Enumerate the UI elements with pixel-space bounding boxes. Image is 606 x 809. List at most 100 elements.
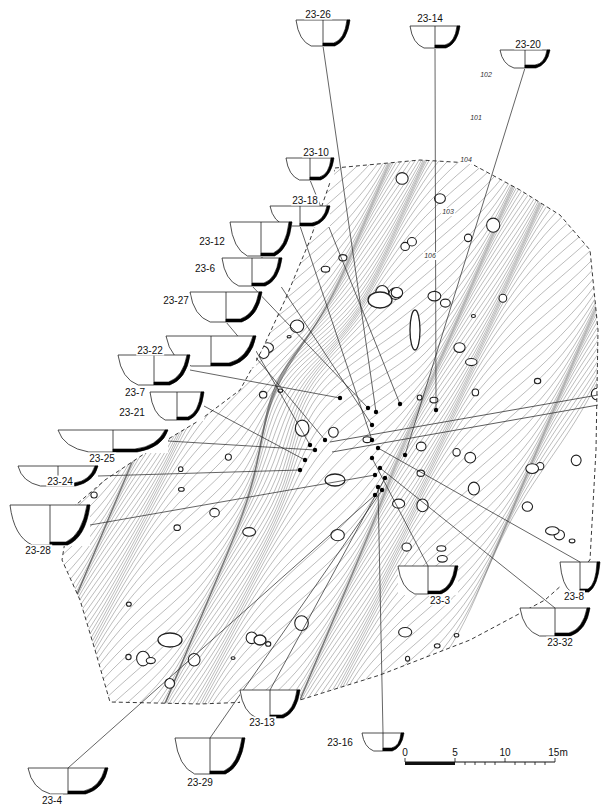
- contour-line: [119, 101, 593, 809]
- pit: [290, 320, 303, 332]
- pit: [259, 391, 266, 398]
- pottery-profile: [520, 608, 590, 637]
- contour-line: [215, 161, 606, 809]
- pit: [399, 628, 412, 637]
- figure-number: 23-8: [563, 591, 585, 602]
- pit: [569, 539, 575, 543]
- figure-number: 23-21: [118, 407, 146, 418]
- contour-line: [0, 0, 394, 689]
- leader-line: [190, 370, 340, 398]
- find-spot: [373, 473, 377, 477]
- pit: [210, 508, 220, 516]
- find-spot: [338, 396, 342, 400]
- contour-elevation: 102: [479, 71, 493, 79]
- pit: [126, 654, 131, 659]
- contour-line: [0, 0, 372, 682]
- contour-elevation: 101: [469, 114, 483, 122]
- leader-line: [378, 448, 580, 562]
- contour-line: [129, 113, 606, 809]
- contour-line: [0, 0, 380, 683]
- leader-line: [168, 441, 315, 450]
- contour-line: [0, 0, 408, 694]
- pit: [325, 474, 345, 486]
- contour-line: [0, 7, 452, 711]
- pit: [454, 634, 459, 638]
- contour-line: [232, 182, 606, 809]
- contour-line: [33, 56, 525, 768]
- contour-line: [12, 25, 479, 753]
- scale-text: 15m: [547, 747, 568, 758]
- contour-line: [0, 0, 374, 683]
- contour-line: [0, 0, 388, 686]
- contour-line: [0, 0, 383, 685]
- contour-line: [117, 99, 590, 809]
- contour-line: [136, 124, 606, 809]
- contour-line: [83, 82, 563, 801]
- figure-number: 23-12: [198, 236, 226, 247]
- pottery-profile: [118, 355, 190, 386]
- figure-number: 23-32: [546, 637, 574, 648]
- contour-line: [115, 96, 585, 809]
- contour-line: [41, 69, 545, 772]
- contour-line: [0, 0, 416, 696]
- find-spot: [370, 456, 374, 460]
- pottery-profile: [296, 20, 350, 47]
- scale-text: 10: [498, 747, 511, 758]
- contour-line: [45, 74, 552, 775]
- pit: [437, 546, 446, 552]
- contour-line: [0, 6, 451, 708]
- pit: [410, 310, 420, 350]
- pottery-profile: [362, 733, 404, 752]
- figure-number: 23-27: [162, 295, 190, 306]
- trench-band: [330, 395, 598, 452]
- contour-line: [239, 192, 606, 809]
- leader-line: [300, 226, 372, 440]
- pit: [434, 644, 440, 648]
- pit: [471, 314, 475, 317]
- contour-elevation: 104: [459, 156, 473, 164]
- pit: [178, 467, 183, 472]
- contour-line: [0, 0, 360, 670]
- contour-line: [116, 95, 583, 809]
- contour-line: [0, 8, 454, 718]
- figure-number: 23-10: [302, 147, 330, 158]
- contour-line: [43, 72, 549, 774]
- find-spot: [303, 458, 307, 462]
- figure-number: 23-13: [248, 717, 276, 728]
- figure-number: 23-14: [416, 13, 444, 24]
- find-spot: [376, 446, 380, 450]
- contour-line: [164, 148, 606, 809]
- figure-number: 23-29: [186, 777, 214, 788]
- pits: [91, 173, 602, 689]
- pit: [396, 173, 408, 185]
- contour-line: [115, 94, 581, 809]
- contour-line: [22, 40, 502, 760]
- contour-line: [11, 24, 478, 753]
- contour-line: [218, 163, 606, 809]
- contour-line: [0, 0, 424, 698]
- contour-line: [220, 164, 606, 809]
- figure-number: 23-22: [136, 345, 164, 356]
- pottery-profile: [240, 690, 300, 719]
- scale-text: 5: [451, 747, 459, 758]
- leader-line: [256, 351, 310, 445]
- pit: [416, 442, 426, 451]
- pit: [126, 602, 131, 606]
- pit: [254, 635, 266, 645]
- find-spot: [398, 402, 402, 406]
- pit: [440, 299, 450, 307]
- pottery-profiles: [10, 20, 600, 795]
- contour-line: [158, 148, 606, 809]
- contour-line: [133, 119, 606, 809]
- pit: [179, 488, 185, 492]
- pit: [329, 427, 339, 437]
- contour-line: [11, 26, 481, 752]
- figure-number: 23-3: [429, 595, 451, 606]
- pottery-profile: [398, 566, 458, 595]
- find-spot: [383, 476, 387, 480]
- contour-line: [0, 0, 354, 660]
- pit: [468, 482, 479, 495]
- leader-line: [270, 478, 385, 690]
